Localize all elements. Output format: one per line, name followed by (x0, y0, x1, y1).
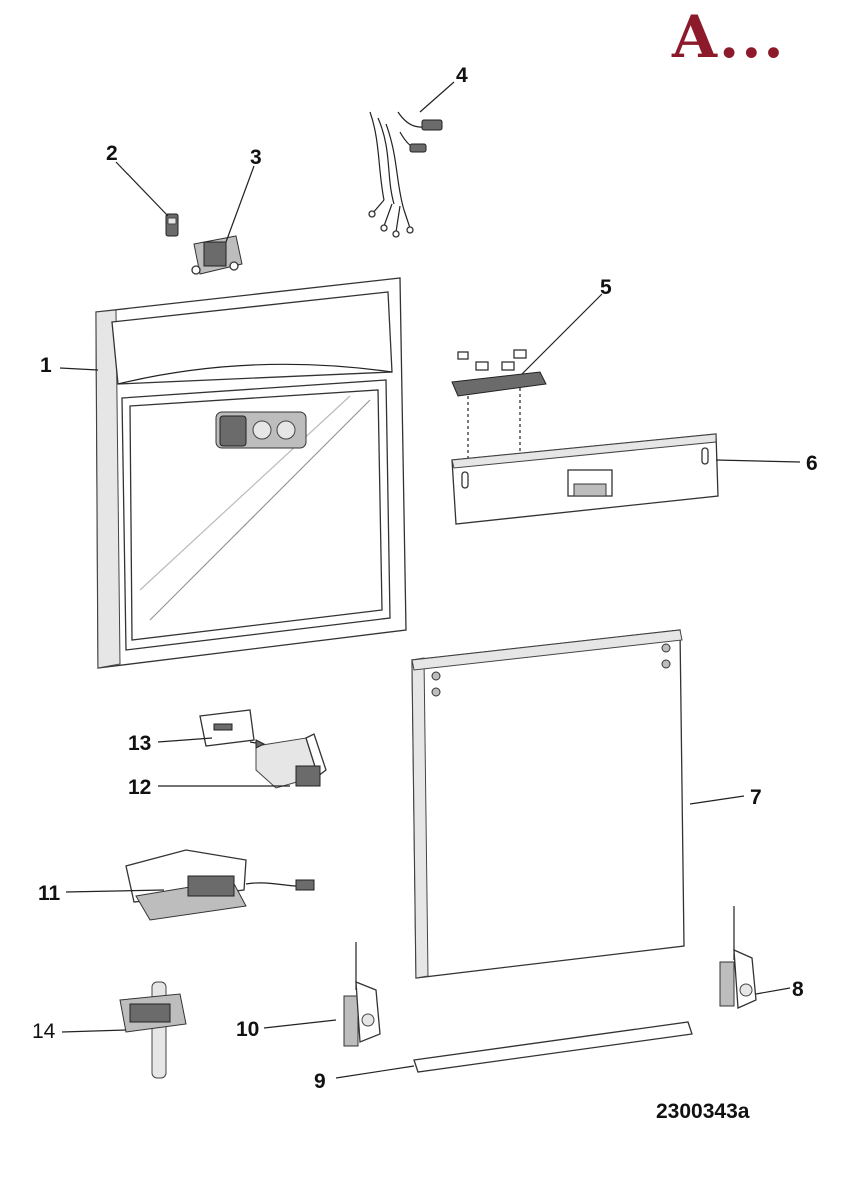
callout-9: 9 (314, 1070, 326, 1093)
part-latch-bracket (119, 981, 187, 1079)
callout-8: 8 (792, 978, 804, 1001)
callout-14: 14 (32, 1020, 56, 1043)
callout-2: 2 (106, 142, 118, 165)
callout-13: 13 (128, 732, 151, 755)
part-rod (413, 1021, 693, 1073)
part-door-lock (191, 235, 243, 275)
callout-3: 3 (250, 146, 262, 169)
diagram-reference-code: 2300343a (656, 1100, 750, 1123)
part-small-switch (165, 213, 179, 237)
callout-5: 5 (600, 276, 612, 299)
callout-4: 4 (456, 64, 468, 87)
callout-6: 6 (806, 452, 818, 475)
part-hinge-left (343, 942, 381, 1047)
callout-1: 1 (40, 354, 52, 377)
callout-11: 11 (38, 882, 61, 905)
callout-12: 12 (128, 776, 151, 799)
part-outer-door-panel (411, 629, 685, 979)
part-electronic-board (125, 849, 315, 921)
part-hinge-right (719, 906, 757, 1009)
part-small-board (199, 709, 266, 749)
part-button-assembly (451, 349, 547, 460)
door-lock-module (215, 411, 307, 449)
callout-7: 7 (750, 786, 762, 809)
part-inner-door-panel (95, 277, 407, 669)
part-module (255, 733, 327, 789)
leader-lines (59, 81, 801, 1079)
part-control-panel (451, 433, 719, 525)
part-wiring-harness (368, 111, 443, 238)
brand-badge: A... (672, 3, 786, 71)
callout-10: 10 (236, 1018, 259, 1041)
